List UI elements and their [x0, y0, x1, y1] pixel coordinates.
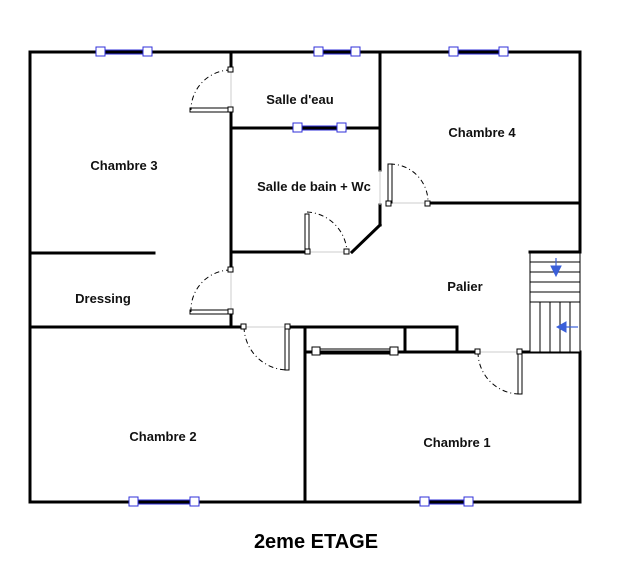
- staircase: [528, 250, 582, 353]
- room-label-chambre2: Chambre 2: [129, 429, 196, 444]
- window-salle-eau: [313, 46, 361, 57]
- stair-arrow-left-icon: [555, 321, 567, 333]
- room-label-chambre3: Chambre 3: [90, 158, 157, 173]
- door-dressing[interactable]: [189, 266, 234, 315]
- window-chambre2: [128, 496, 200, 507]
- door-chambre2[interactable]: [240, 323, 291, 371]
- room-label-salle-de-bain: Salle de bain + Wc: [257, 179, 371, 194]
- window-chambre3: [95, 46, 153, 57]
- door-chambre1[interactable]: [474, 348, 523, 395]
- window-salle-de-bain: [292, 122, 347, 133]
- room-label-palier: Palier: [447, 279, 482, 294]
- window-chambre1: [419, 496, 474, 507]
- room-label-dressing: Dressing: [75, 291, 131, 306]
- door-chambre3[interactable]: [189, 66, 234, 113]
- room-label-chambre1: Chambre 1: [423, 435, 490, 450]
- room-label-chambre4: Chambre 4: [448, 125, 516, 140]
- interior-walls: [28, 50, 582, 504]
- door-salle-de-bain[interactable]: [304, 211, 350, 255]
- room-label-salle-eau: Salle d'eau: [266, 92, 333, 107]
- window-chambre4: [448, 46, 509, 57]
- door-chambre4[interactable]: [385, 163, 431, 207]
- floor-title: 2eme ETAGE: [254, 531, 378, 553]
- cupboard-sliding-door: [311, 346, 399, 356]
- stair-arrow-down-icon: [550, 265, 562, 278]
- door-openings: [230, 70, 520, 353]
